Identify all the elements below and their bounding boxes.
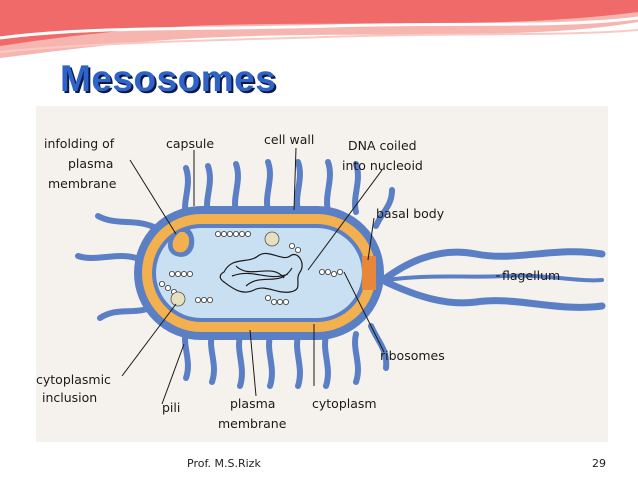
label-dna-line2: into nucleoid	[342, 158, 423, 173]
label-capsule: capsule	[166, 136, 214, 151]
label-infolding-line1: infolding of	[44, 136, 115, 151]
label-cytoplasmic-line1: cytoplasmic	[36, 372, 111, 387]
label-plasma-membrane-line2: membrane	[218, 416, 287, 431]
cytoplasmic-inclusions	[170, 231, 280, 307]
label-cytoplasmic-line2: inclusion	[42, 390, 97, 405]
bacterial-cell-diagram: infolding of plasma membrane capsule cel…	[36, 106, 608, 442]
header-wave-decoration	[0, 0, 638, 58]
label-cell-wall: cell wall	[264, 132, 314, 147]
mesosome-infolding	[167, 228, 195, 257]
label-pili: pili	[162, 400, 180, 415]
label-plasma-membrane-line1: plasma	[230, 396, 275, 411]
footer-author: Prof. M.S.Rizk	[187, 457, 261, 470]
nucleoid	[219, 252, 303, 293]
ribosomes	[159, 231, 343, 305]
flagellum	[382, 248, 606, 311]
label-basal-body: basal body	[376, 206, 445, 221]
basal-body	[362, 256, 376, 290]
page-number: 29	[592, 457, 606, 470]
label-cytoplasm: cytoplasm	[312, 396, 377, 411]
cytoplasm-region	[156, 228, 362, 318]
leader-lines	[121, 147, 500, 405]
label-dna-line1: DNA coiled	[348, 138, 417, 153]
label-ribosomes: ribosomes	[380, 348, 445, 363]
slide-title: Mesosomes	[60, 58, 277, 99]
label-infolding-line2: plasma	[68, 156, 113, 171]
label-infolding-line3: membrane	[48, 176, 117, 191]
label-flagellum: flagellum	[502, 268, 560, 283]
